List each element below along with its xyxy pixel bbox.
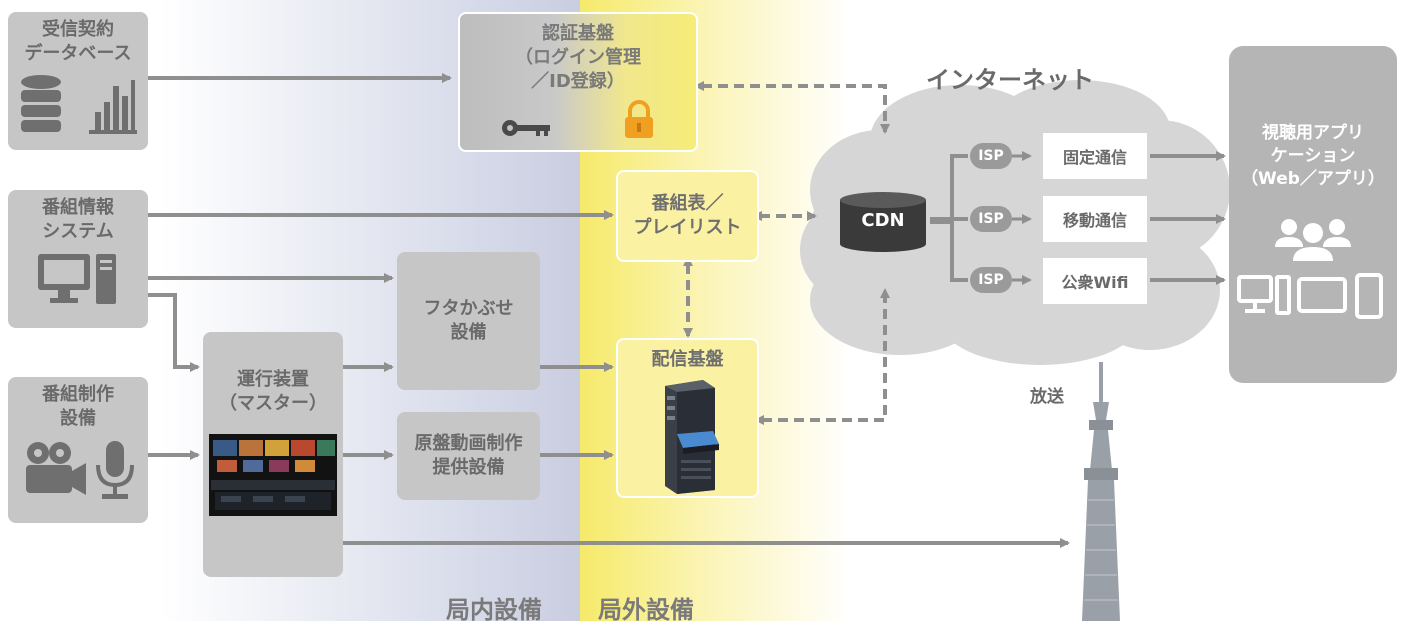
devices-icon (1237, 273, 1383, 319)
database-chart-icon (21, 75, 137, 134)
internal-equipment-label: 局内設備 (446, 596, 542, 624)
auth-platform-label: 認証基盤 （ログイン管理 ／ID登録） (515, 23, 641, 92)
lock-icon (625, 100, 653, 138)
cdn-label: CDN (861, 210, 905, 231)
cdn-database: CDN (836, 190, 930, 254)
external-equipment-label: 局外設備 (598, 596, 694, 624)
key-icon (502, 120, 550, 136)
mobile-line-box: 移動通信 (1043, 196, 1147, 242)
public-wifi-box: 公衆Wifi (1043, 258, 1147, 304)
dashed-delivery-cdn (754, 288, 890, 425)
master-control-room-image (209, 434, 337, 516)
server-rack-icon (664, 380, 719, 494)
delivery-platform-label: 配信基盤 (651, 349, 724, 370)
original-video-box: 原盤動画制作 提供設備 (397, 412, 540, 500)
fixed-line-box: 固定通信 (1043, 133, 1147, 179)
dashed-auth-cdn (694, 81, 890, 134)
users-icon (1275, 219, 1351, 261)
schedule-playlist-label: 番組表／ プレイリスト (633, 193, 742, 238)
arrow-info-to-operation (148, 293, 200, 372)
isp-badge-fixed: ISP (970, 143, 1012, 169)
computer-icon (38, 254, 116, 304)
camera-microphone-icon (26, 441, 134, 499)
internet-title: インターネット (926, 66, 1094, 94)
viewer-app-label: 視聴用アプリ ケーション （Web／アプリ） (1241, 123, 1385, 189)
arrow-cdn-to-isp-fixed (930, 154, 968, 224)
arrow-cdn-to-isp-wifi (950, 219, 968, 282)
futa-kabuse-label: フタかぶせ 設備 (423, 298, 514, 343)
isp-badge-mobile: ISP (970, 206, 1012, 232)
auth-platform-box: 認証基盤 （ログイン管理 ／ID登録） (458, 12, 698, 152)
program-info-system-box: 番組情報 システム (8, 190, 148, 328)
contract-database-box: 受信契約 データベース (8, 12, 148, 150)
operation-master-box: 運行装置 （マスター） (203, 332, 343, 577)
broadcast-tower-icon (1082, 362, 1120, 621)
viewer-app-box: 視聴用アプリ ケーション （Web／アプリ） (1229, 46, 1397, 383)
program-production-label: 番組制作 設備 (42, 384, 114, 429)
operation-master-label: 運行装置 （マスター） (219, 369, 327, 414)
program-production-box: 番組制作 設備 (8, 377, 148, 523)
schedule-playlist-box: 番組表／ プレイリスト (616, 170, 759, 262)
contract-database-label: 受信契約 データベース (24, 19, 132, 64)
isp-badge-wifi: ISP (970, 267, 1012, 293)
cdn-cylinder-icon (840, 192, 926, 252)
broadcast-label: 放送 (1030, 387, 1064, 407)
futa-kabuse-box: フタかぶせ 設備 (397, 252, 540, 390)
delivery-platform-box: 配信基盤 (616, 338, 759, 498)
original-video-label: 原盤動画制作 提供設備 (414, 433, 523, 478)
program-info-system-label: 番組情報 システム (42, 197, 114, 242)
